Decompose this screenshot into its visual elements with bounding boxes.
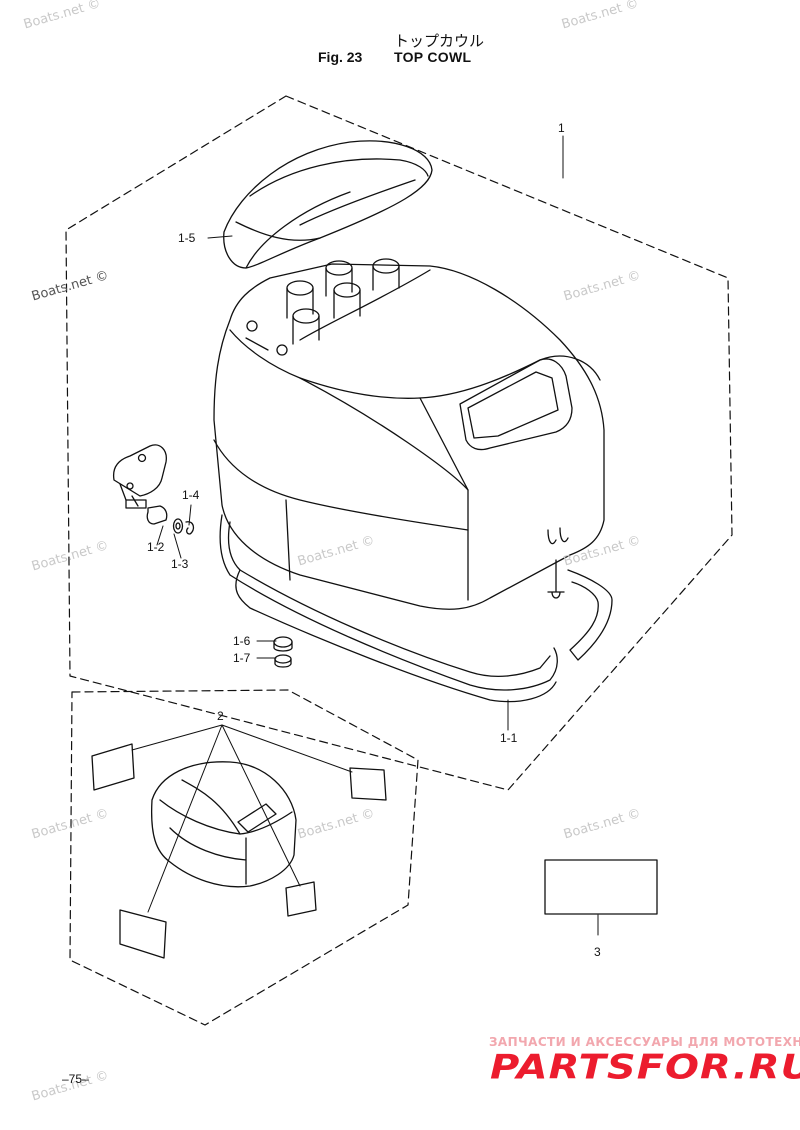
top-cowl-body xyxy=(213,258,605,610)
grommet-nut xyxy=(273,636,293,668)
brand-subtitle: ЗАПЧАСТИ И АКСЕССУАРЫ ДЛЯ МОТОТЕХНИКИ xyxy=(489,1035,800,1049)
decal-set-2 xyxy=(91,743,387,959)
callout-2: 2 xyxy=(217,709,224,723)
leader-lines xyxy=(131,135,599,936)
callout-1-4: 1-4 xyxy=(182,488,200,502)
page-number: –75– xyxy=(62,1072,89,1086)
callout-1-6: 1-6 xyxy=(233,634,251,648)
cowl-tubes xyxy=(286,258,400,345)
assembly-boundary-2 xyxy=(69,689,419,1026)
callout-1-1: 1-1 xyxy=(500,731,518,745)
sticker-3 xyxy=(544,859,658,915)
callout-1-5: 1-5 xyxy=(178,231,196,245)
figure-title: TOP COWL xyxy=(394,49,472,65)
title-japanese: トップカウル xyxy=(394,32,485,50)
callout-1-7: 1-7 xyxy=(233,651,251,665)
cowl-window xyxy=(459,358,573,451)
callout-3: 3 xyxy=(594,945,601,959)
bracket-hardware xyxy=(112,444,195,535)
assembly-boundary-1 xyxy=(65,95,733,791)
figure-number: Fig. 23 xyxy=(318,49,363,65)
callout-1-3: 1-3 xyxy=(171,557,189,571)
bottom-seal-1-1 xyxy=(219,514,613,703)
brand-logo: PARTSFOR.RU xyxy=(490,1048,800,1088)
callout-1: 1 xyxy=(558,121,565,135)
cover-plate-1-5 xyxy=(223,140,433,269)
callout-1-2: 1-2 xyxy=(147,540,165,554)
